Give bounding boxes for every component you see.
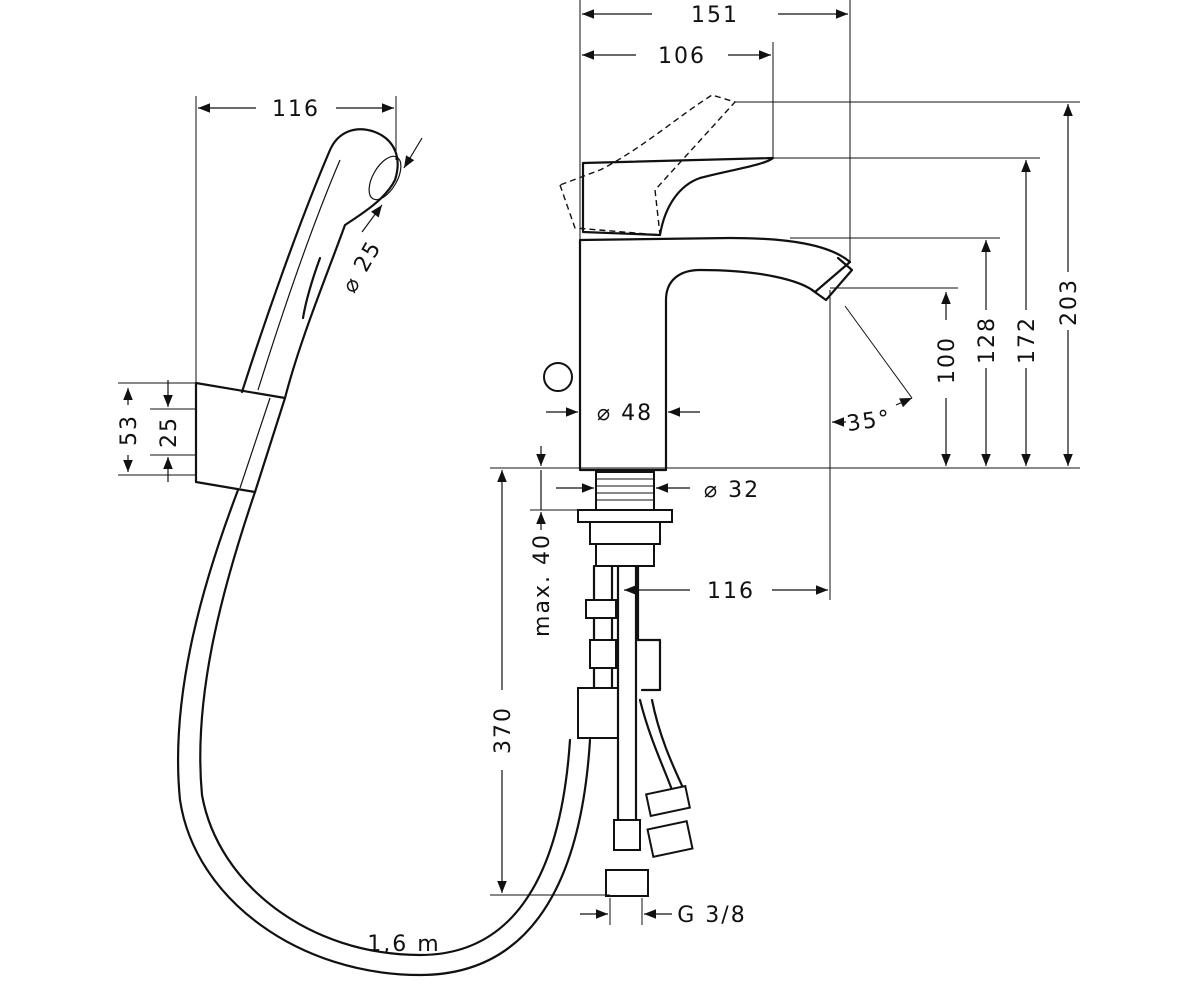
dim-max-40: max. 40 xyxy=(530,533,555,637)
dim-connection-thread: G 3/8 xyxy=(677,903,746,928)
dim-203: 203 xyxy=(1057,278,1082,326)
lever-open-outline xyxy=(559,94,737,236)
dim-151: 151 xyxy=(691,3,739,28)
dimension-lines xyxy=(123,9,1073,919)
dim-370: 370 xyxy=(491,706,516,754)
dim-body-diameter: ⌀ 48 xyxy=(597,401,653,426)
dim-128: 128 xyxy=(975,316,1000,364)
dim-106: 106 xyxy=(658,44,706,69)
dim-handshower-diameter: ⌀ 25 xyxy=(337,236,387,297)
shower-holder xyxy=(194,381,287,494)
dim-spout-angle: 35° xyxy=(845,406,893,437)
faucet-shank xyxy=(577,471,673,567)
dim-shank-diameter: ⌀ 32 xyxy=(704,478,760,503)
pop-up-knob xyxy=(543,362,573,392)
dim-116-handshower: 116 xyxy=(272,97,320,122)
dim-hose-length: 1,6 m xyxy=(367,932,440,957)
extension-lines xyxy=(118,0,1080,925)
dim-100: 100 xyxy=(935,336,960,384)
dim-172: 172 xyxy=(1015,316,1040,364)
dim-116-projection: 116 xyxy=(707,579,755,604)
dim-25-holder: 25 xyxy=(157,416,182,448)
dim-53: 53 xyxy=(117,414,142,446)
shower-hose xyxy=(177,488,592,977)
faucet-body xyxy=(578,236,854,472)
lever-closed xyxy=(581,156,775,237)
hand-shower xyxy=(240,128,402,400)
supply-hoses xyxy=(577,564,694,897)
